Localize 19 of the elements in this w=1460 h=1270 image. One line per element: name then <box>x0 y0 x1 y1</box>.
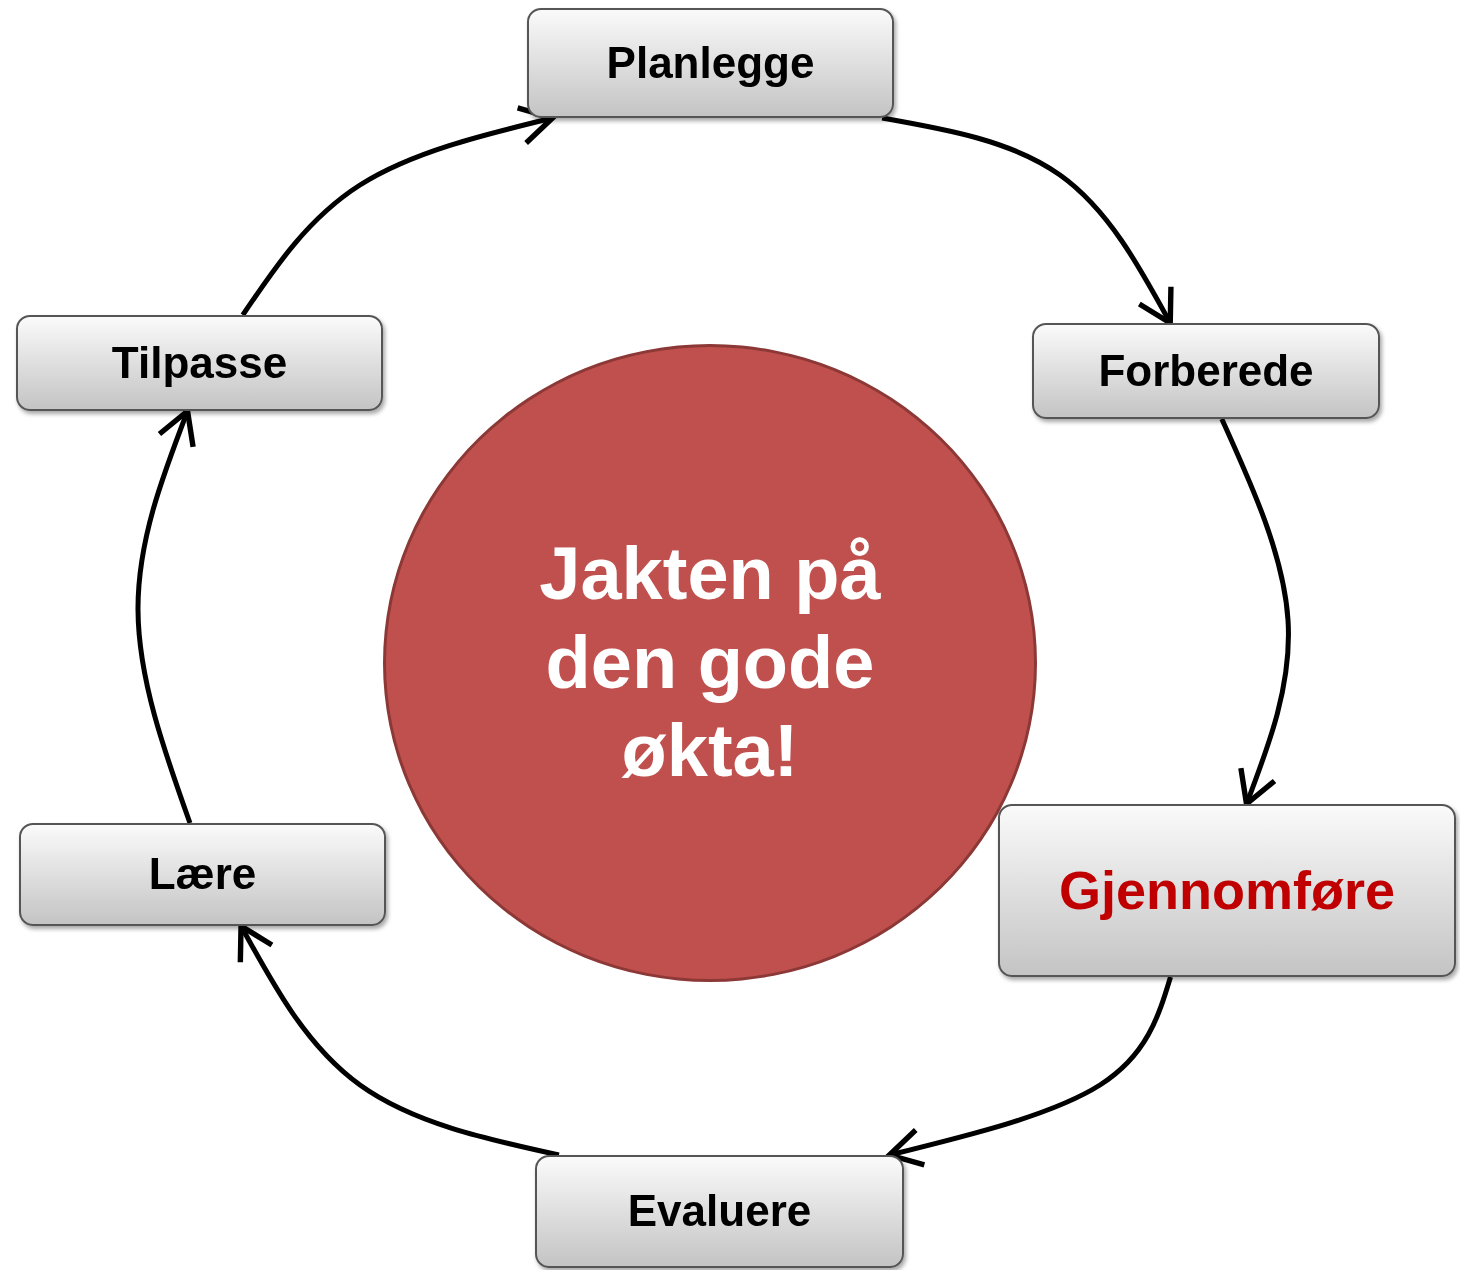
step-label: Planlegge <box>605 36 816 89</box>
step-box <box>19 823 386 926</box>
step-box <box>535 1155 904 1268</box>
center-title: Jakten på den gode økta! <box>538 530 882 795</box>
step-label: Lære <box>147 848 258 901</box>
step-label: Evaluere <box>626 1185 813 1238</box>
step-label: Forberede <box>1097 344 1315 397</box>
step-box <box>1032 323 1380 419</box>
curved-arrow <box>135 408 196 824</box>
step-label: Tilpasse <box>110 336 289 389</box>
curved-arrow <box>881 115 1174 326</box>
curved-arrow <box>886 976 1173 1168</box>
step-box <box>16 315 383 411</box>
curved-arrow <box>237 923 560 1158</box>
curved-arrow <box>1219 417 1291 807</box>
step-label: Gjennomføre <box>1058 859 1396 923</box>
step-box <box>527 8 894 118</box>
step-box <box>998 804 1456 977</box>
curved-arrow <box>240 105 556 317</box>
